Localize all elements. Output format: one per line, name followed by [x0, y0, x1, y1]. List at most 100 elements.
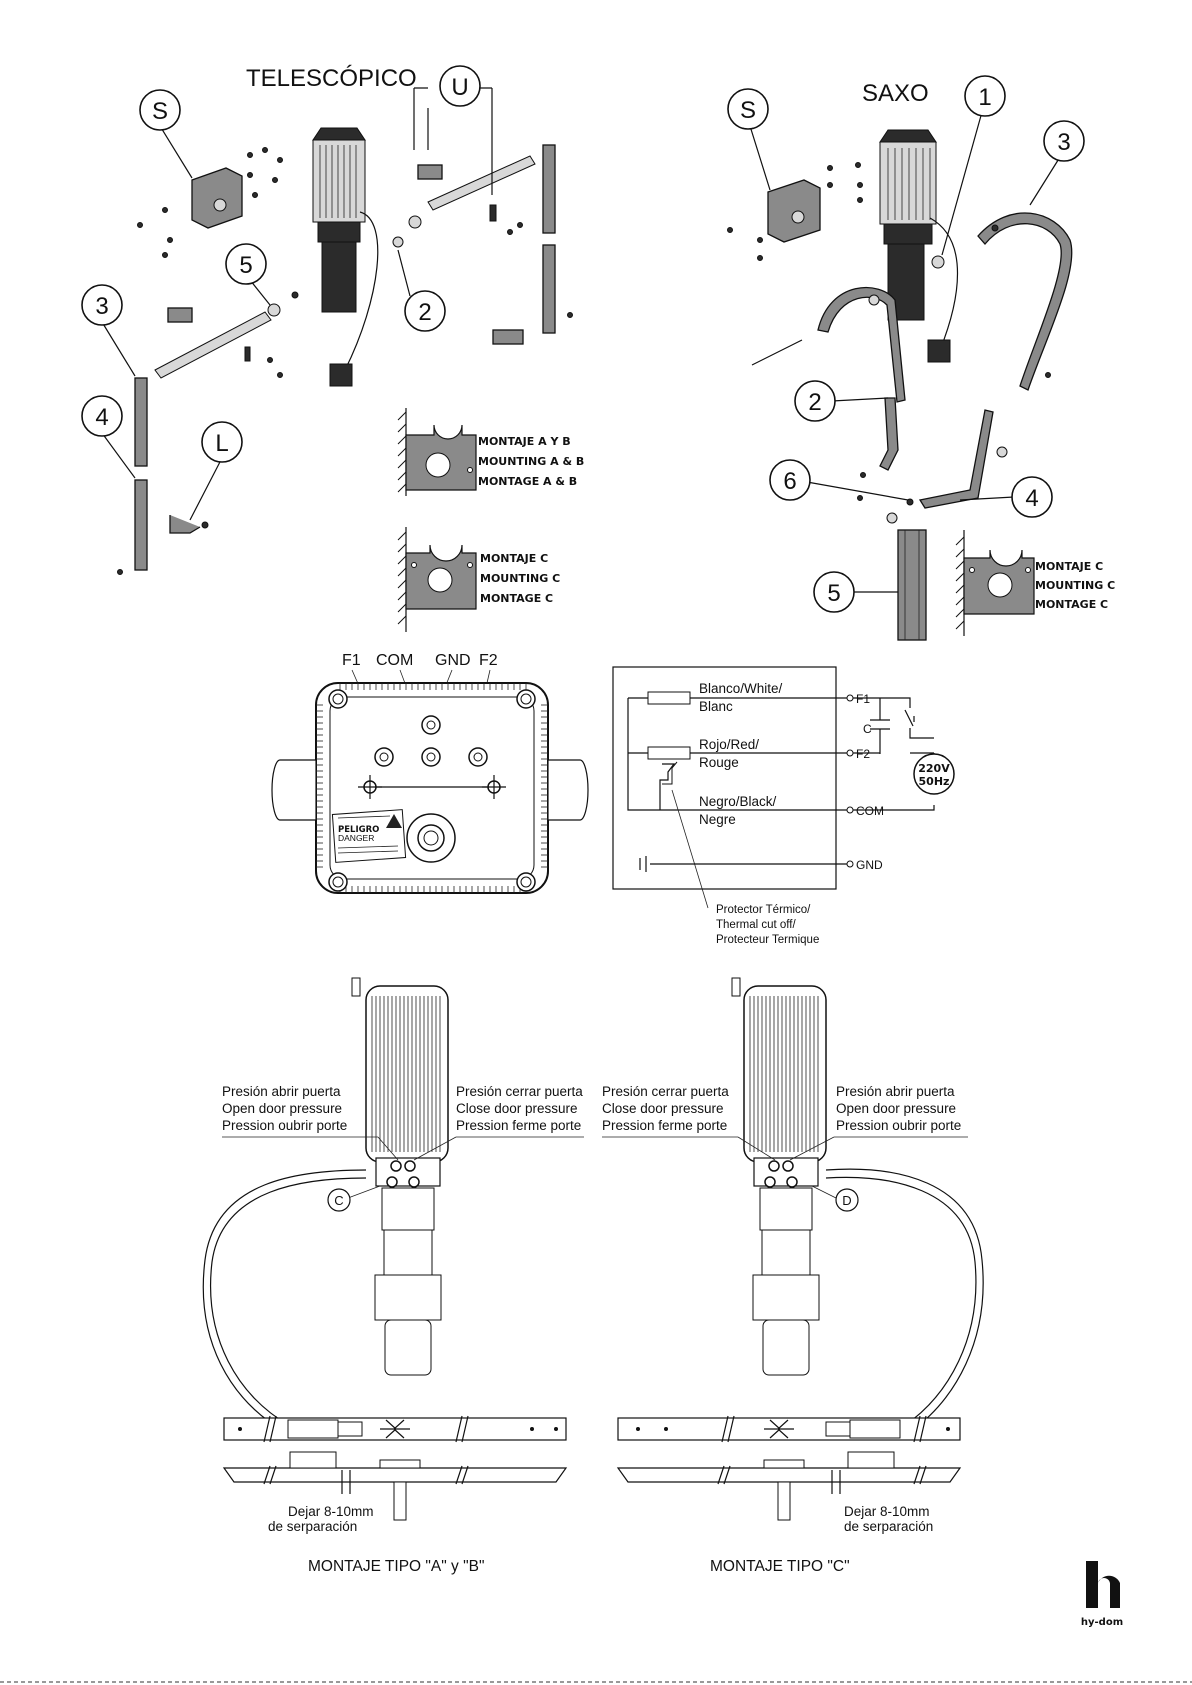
mounting-c-detail-left: MONTAJE C MOUNTING C MONTAGE C: [397, 527, 560, 632]
svg-text:Pression oubrir porte: Pression oubrir porte: [836, 1118, 961, 1133]
svg-text:6: 6: [783, 468, 796, 495]
svg-text:Blanc: Blanc: [699, 699, 733, 714]
svg-text:Pression ferme porte: Pression ferme porte: [602, 1118, 727, 1133]
wiring-diagram: 220V 50Hz C F1 F2 COM GND Blanco/White/ …: [612, 666, 955, 946]
svg-text:4: 4: [95, 404, 108, 431]
mount-ab-assembly: Presión abrir puerta Open door pressure …: [202, 977, 584, 1575]
svg-text:Presión abrir puerta: Presión abrir puerta: [836, 1084, 955, 1099]
svg-text:Protector Térmico/: Protector Térmico/: [716, 904, 811, 916]
saxo-exploded-view: SAXO: [727, 75, 1115, 641]
svg-text:Dejar 8-10mm: Dejar 8-10mm: [844, 1504, 930, 1519]
svg-text:MONTAGE C: MONTAGE C: [1035, 598, 1108, 611]
saxo-title: SAXO: [862, 80, 929, 107]
svg-text:U: U: [451, 74, 468, 101]
svg-text:Dejar 8-10mm: Dejar 8-10mm: [288, 1504, 374, 1519]
svg-text:hy-dom: hy-dom: [1081, 1617, 1123, 1628]
svg-text:Negre: Negre: [699, 812, 736, 827]
telescopic-rods: [134, 144, 556, 571]
telescopic-title: TELESCÓPICO: [246, 65, 417, 92]
label-gnd: GND: [435, 652, 471, 669]
svg-text:3: 3: [1057, 129, 1070, 156]
saxo-callout-6: 6: [769, 459, 909, 501]
svg-text:PELIGRO: PELIGRO: [338, 825, 379, 835]
svg-text:50Hz: 50Hz: [919, 775, 950, 788]
motor-terminal-view: F1 COM GND F2: [271, 652, 589, 894]
svg-text:S: S: [152, 98, 168, 125]
svg-text:Presión cerrar puerta: Presión cerrar puerta: [456, 1084, 583, 1099]
saxo-motor: [879, 129, 958, 363]
callout-s: S: [139, 89, 193, 179]
saxo-arms: [751, 212, 1073, 641]
saxo-callout-5: 5: [813, 571, 898, 613]
svg-text:S: S: [740, 97, 756, 124]
svg-text:de serparación: de serparación: [844, 1519, 933, 1534]
svg-text:4: 4: [1025, 485, 1038, 512]
saxo-callout-3: 3: [1029, 120, 1085, 206]
svg-text:C: C: [334, 1193, 343, 1208]
svg-text:Negro/Black/: Negro/Black/: [699, 794, 777, 809]
svg-text:Thermal cut off/: Thermal cut off/: [716, 919, 796, 931]
svg-text:Close door pressure: Close door pressure: [602, 1101, 724, 1116]
svg-text:5: 5: [827, 580, 840, 607]
label-f1: F1: [342, 652, 361, 669]
svg-text:de serparación: de serparación: [268, 1519, 357, 1534]
svg-text:COM: COM: [856, 804, 884, 818]
svg-text:2: 2: [418, 299, 431, 326]
svg-text:3: 3: [95, 293, 108, 320]
saxo-bracket-s: [767, 179, 821, 243]
callout-l: L: [189, 421, 243, 521]
svg-text:DANGER: DANGER: [338, 833, 374, 843]
telescopic-exploded-view: TELESCÓPICO: [81, 65, 584, 632]
callout-4: 4: [81, 395, 136, 479]
mount-c-assembly: Presión cerrar puerta Close door pressur…: [602, 977, 984, 1575]
svg-text:MOUNTING C: MOUNTING C: [1035, 579, 1115, 592]
saxo-callout-s: S: [727, 88, 771, 191]
svg-text:MONTAGE A & B: MONTAGE A & B: [478, 475, 577, 488]
svg-text:1: 1: [978, 84, 991, 111]
svg-text:MONTAJE A Y B: MONTAJE A Y B: [478, 435, 571, 448]
saxo-callout-2: 2: [794, 380, 889, 422]
svg-text:220V: 220V: [918, 762, 950, 775]
svg-text:Pression ferme porte: Pression ferme porte: [456, 1118, 581, 1133]
callout-3: 3: [81, 284, 136, 377]
svg-text:Presión abrir puerta: Presión abrir puerta: [222, 1084, 341, 1099]
svg-text:Pression oubrir porte: Pression oubrir porte: [222, 1118, 347, 1133]
svg-text:MOUNTING A & B: MOUNTING A & B: [478, 455, 584, 468]
svg-text:Close door pressure: Close door pressure: [456, 1101, 578, 1116]
svg-text:Blanco/White/: Blanco/White/: [699, 681, 783, 696]
svg-text:Rojo/Red/: Rojo/Red/: [699, 737, 759, 752]
caption-c: MONTAJE TIPO "C": [710, 1558, 850, 1575]
terminal-nuts: [374, 715, 488, 767]
brand-logo: hy-dom: [1081, 1561, 1123, 1628]
svg-text:F2: F2: [856, 747, 870, 761]
mounting-ab-detail: MONTAJE A Y B MOUNTING A & B MONTAGE A &…: [397, 408, 584, 496]
caption-ab: MONTAJE TIPO "A" y "B": [308, 1558, 484, 1575]
svg-text:C: C: [863, 722, 872, 736]
callout-5: 5: [225, 243, 271, 306]
svg-text:MOUNTING C: MOUNTING C: [480, 572, 560, 585]
svg-text:GND: GND: [856, 858, 883, 872]
mounting-c-detail-right: MONTAJE C MOUNTING C MONTAGE C: [955, 530, 1115, 636]
callout-2: 2: [397, 249, 446, 332]
label-f2: F2: [479, 652, 498, 669]
bracket-s: [191, 167, 243, 229]
svg-text:2: 2: [808, 389, 821, 416]
svg-text:Protecteur Termique: Protecteur Termique: [716, 934, 819, 946]
svg-text:D: D: [842, 1193, 851, 1208]
saxo-callout-4: 4: [959, 476, 1053, 518]
svg-text:L: L: [215, 430, 228, 457]
svg-text:5: 5: [239, 252, 252, 279]
warning-label: PELIGRO DANGER: [331, 809, 407, 863]
callout-u: U: [413, 65, 493, 195]
motor-unit: [312, 127, 379, 387]
svg-text:F1: F1: [856, 692, 870, 706]
svg-text:MONTAJE C: MONTAJE C: [480, 552, 548, 565]
svg-text:MONTAJE C: MONTAJE C: [1035, 560, 1103, 573]
svg-text:Rouge: Rouge: [699, 755, 739, 770]
saxo-callout-1: 1: [941, 75, 1006, 256]
label-com: COM: [376, 652, 413, 669]
svg-text:Open door pressure: Open door pressure: [222, 1101, 342, 1116]
svg-text:Presión cerrar puerta: Presión cerrar puerta: [602, 1084, 729, 1099]
